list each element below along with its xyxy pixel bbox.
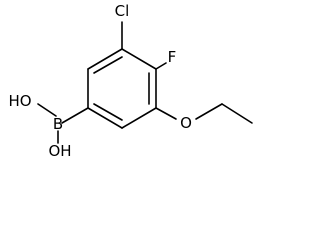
bond-c4-o — [155, 107, 177, 120]
bond-b-oh-top — [37, 103, 57, 117]
atom-labels: Cl F B HO OH O — [8, 2, 191, 160]
inner-double-bond-c1-c2 — [93, 56, 123, 74]
bond-c1-c2 — [87, 48, 123, 70]
bond-c5-c6 — [87, 107, 123, 129]
inner-double-bond-c5-c6 — [93, 103, 123, 121]
molecule-drawing: Cl F B HO OH O — [8, 2, 253, 160]
bond-c4-c5 — [121, 107, 157, 129]
bonds — [37, 21, 253, 144]
hydroxyl-bottom-label: OH — [48, 142, 71, 160]
fluorine-label: F — [168, 48, 177, 66]
boron-label: B — [53, 115, 63, 133]
bond-o-ch2 — [195, 103, 223, 120]
bond-ch2-ch3 — [221, 103, 253, 124]
bond-c6-b — [61, 107, 89, 124]
ether-oxygen-label: O — [180, 114, 192, 132]
hydroxyl-top-label: HO — [8, 92, 31, 110]
chlorine-label: Cl — [115, 2, 130, 20]
structure-diagram: Cl F B HO OH O — [8, 2, 253, 160]
bond-c2-c3 — [121, 48, 157, 70]
bond-c3-f — [155, 62, 167, 70]
